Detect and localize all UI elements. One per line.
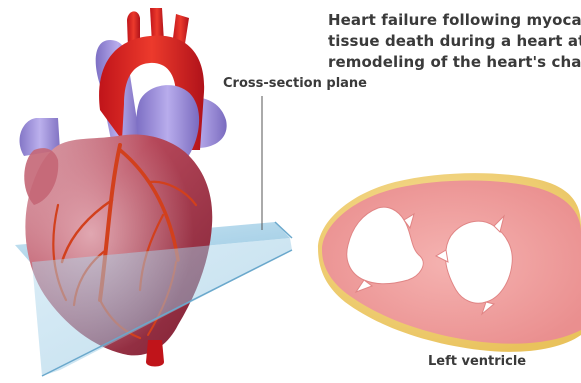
caption: Heart failure following myocardial infar… <box>328 10 581 73</box>
inferior-vena-cava <box>146 340 164 367</box>
left-ventricle-label: Left ventricle <box>428 354 526 369</box>
caption-line-3: remodeling of the heart's chambers <box>328 52 581 73</box>
ventricle-cross-section <box>318 173 581 352</box>
caption-line-2: tissue death during a heart attack, is m… <box>328 31 581 52</box>
cross-section-plane-label: Cross-section plane <box>223 76 367 91</box>
caption-line-1: Heart failure following myocardial infar… <box>328 10 581 31</box>
